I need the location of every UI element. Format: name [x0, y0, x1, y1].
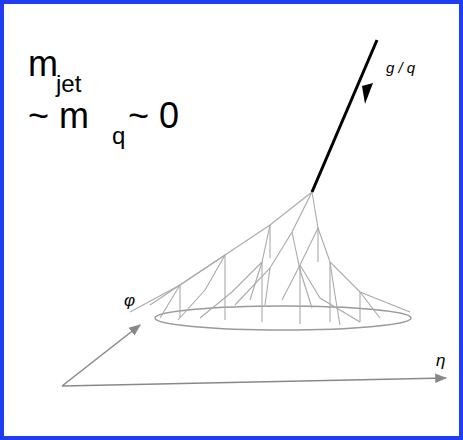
parton-line — [312, 40, 377, 192]
mass-symbol: m — [28, 46, 58, 82]
subscript: jet — [56, 72, 81, 96]
eta-axis — [62, 378, 446, 386]
axis-label: η — [436, 352, 445, 369]
parton-arrowhead — [362, 83, 373, 104]
parton-label: g / q — [386, 60, 415, 75]
parton-shower — [130, 192, 410, 325]
jet-cone-ellipse — [155, 306, 411, 330]
mass-relation: ~ m — [28, 98, 89, 134]
mass-relation: ~ 0 — [128, 98, 179, 134]
subscript: q — [112, 124, 125, 148]
axis-label: φ — [124, 292, 135, 309]
phi-axis — [62, 325, 140, 386]
